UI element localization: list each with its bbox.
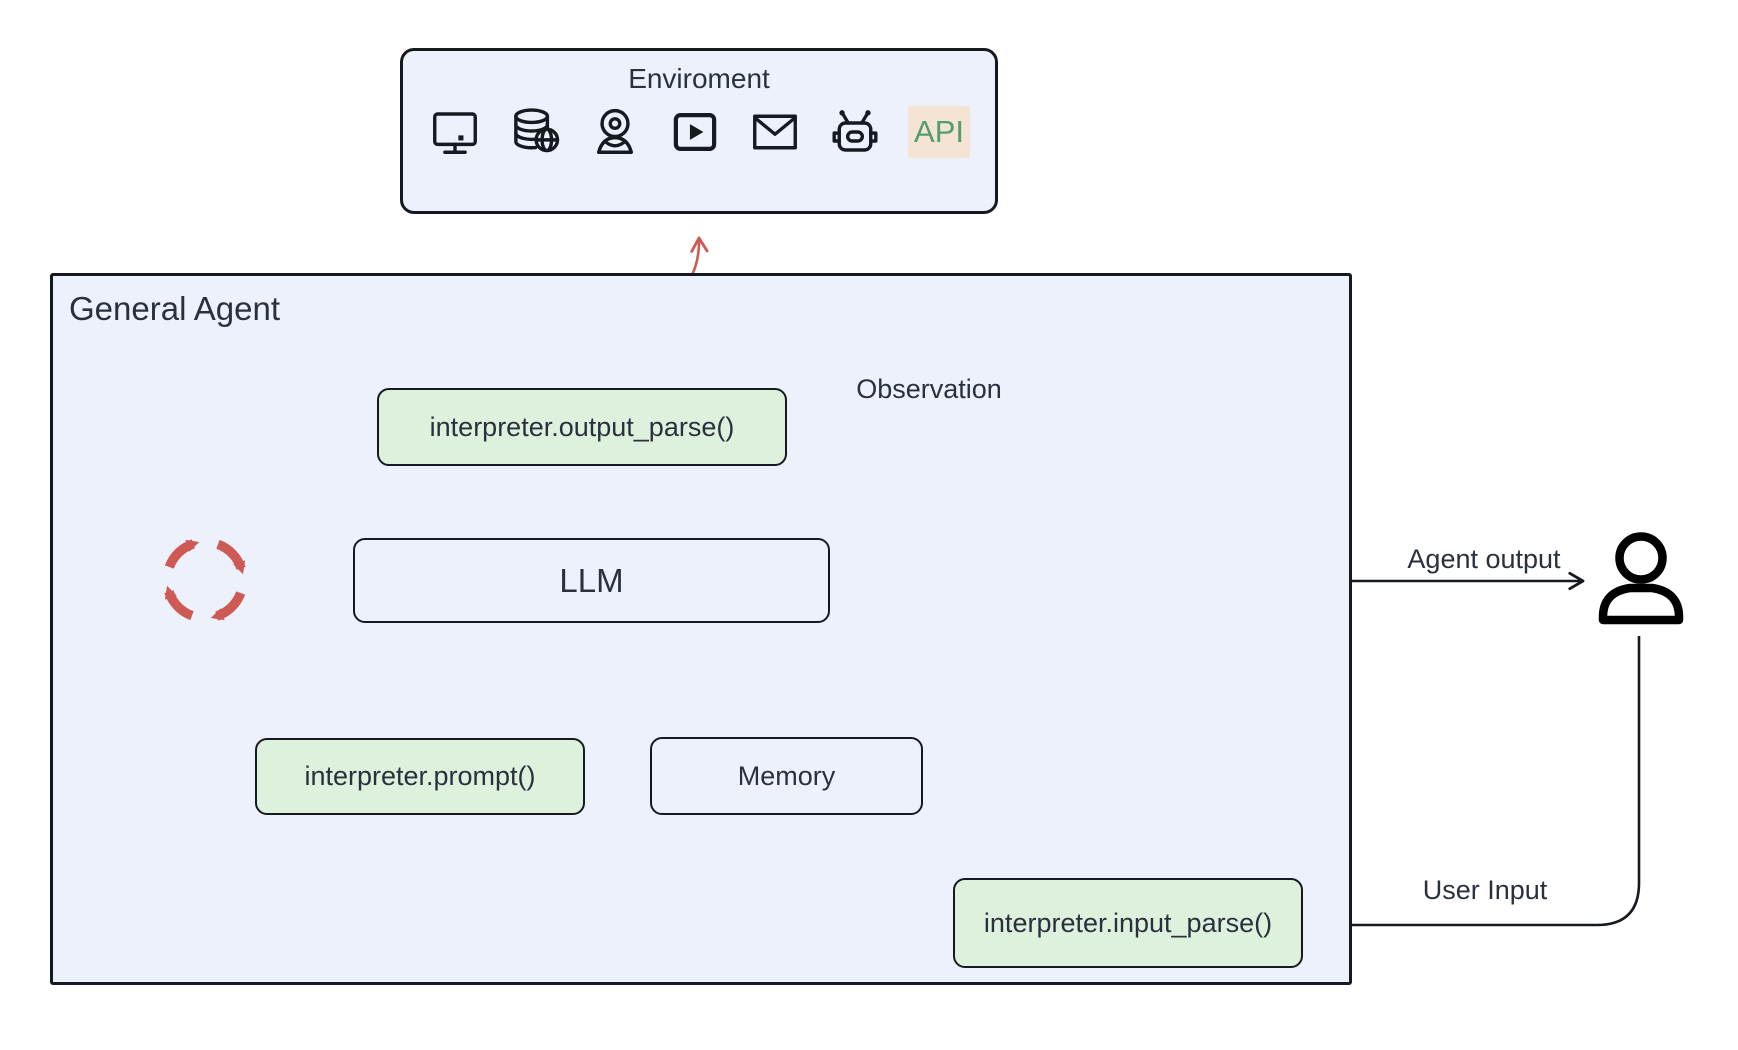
robot-icon	[828, 110, 882, 159]
api-label: API	[914, 114, 964, 149]
memory-label: Memory	[737, 760, 836, 791]
arrow-user-input	[1316, 636, 1641, 935]
webcam-icon	[588, 105, 642, 159]
monitor-icon	[428, 105, 482, 159]
input-parse-node: interpreter.input_parse()	[953, 878, 1303, 968]
output-parse-label: interpreter.output_parse()	[429, 411, 735, 442]
cycle-loop-icon	[164, 539, 246, 621]
prompt-label: interpreter.prompt()	[304, 761, 536, 791]
output-parse-node: interpreter.output_parse()	[377, 388, 787, 466]
memory-node: Memory	[650, 737, 923, 815]
observation-label: Observation	[856, 374, 1002, 404]
prompt-node: interpreter.prompt()	[255, 738, 585, 815]
input-parse-label: interpreter.input_parse()	[983, 907, 1273, 938]
llm-node: LLM	[353, 538, 830, 623]
llm-label: LLM	[559, 561, 624, 599]
user-person-icon	[1598, 532, 1684, 625]
environment-icon-row: API	[403, 105, 995, 159]
video-player-icon	[668, 105, 722, 159]
user-input-label: User Input	[1422, 875, 1548, 905]
environment-panel: Enviroment	[400, 48, 998, 214]
email-icon	[748, 105, 802, 159]
general-agent-title: General Agent	[69, 290, 280, 327]
agent-output-label: Agent output	[1407, 544, 1561, 574]
environment-title: Enviroment	[628, 63, 770, 94]
database-globe-icon	[508, 105, 562, 159]
api-badge: API	[908, 106, 970, 158]
